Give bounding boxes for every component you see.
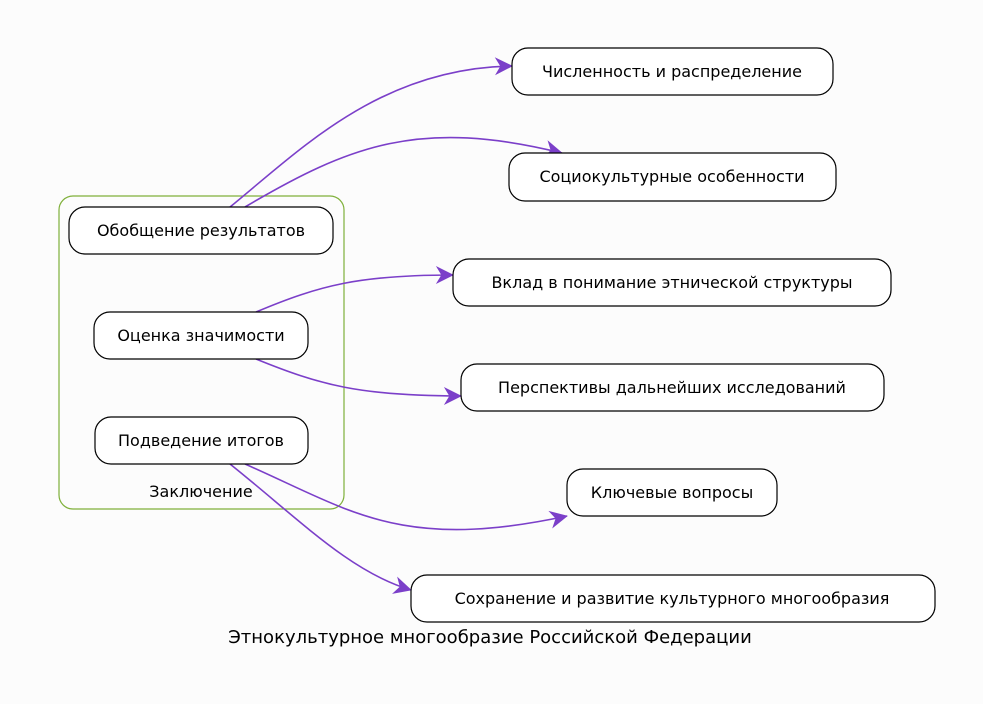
node-contribution[interactable]: Вклад в понимание этнической структуры	[452, 258, 892, 307]
node-preservation[interactable]: Сохранение и развитие культурного многоо…	[410, 574, 936, 623]
edge-n3-t5	[244, 463, 568, 531]
node-label: Сохранение и развитие культурного многоо…	[455, 589, 890, 608]
edge-n1-t1	[229, 57, 513, 208]
node-label: Обобщение результатов	[97, 221, 305, 240]
node-key-questions[interactable]: Ключевые вопросы	[566, 468, 778, 517]
node-label: Численность и распределение	[542, 62, 802, 81]
edge-n2-t4	[255, 358, 462, 406]
edge-n2-t3	[255, 266, 454, 313]
node-prospects[interactable]: Перспективы дальнейших исследований	[460, 363, 885, 412]
edge-n3-t6	[229, 463, 412, 594]
node-significance[interactable]: Оценка значимости	[93, 311, 309, 360]
node-generalization[interactable]: Обобщение результатов	[68, 206, 334, 255]
node-summary[interactable]: Подведение итогов	[94, 416, 309, 465]
cluster-conclusion	[58, 195, 345, 510]
node-label: Оценка значимости	[117, 326, 284, 345]
node-label: Перспективы дальнейших исследований	[498, 378, 846, 397]
node-label: Вклад в понимание этнической структуры	[491, 273, 852, 292]
node-label: Ключевые вопросы	[591, 483, 753, 502]
node-label: Социокультурные особенности	[539, 167, 804, 186]
cluster-label: Заключение	[149, 482, 252, 501]
node-label: Подведение итогов	[118, 431, 284, 450]
node-sociocultural[interactable]: Социокультурные особенности	[508, 152, 837, 202]
node-population[interactable]: Численность и распределение	[511, 47, 834, 96]
diagram-title: Этнокультурное многообразие Российской Ф…	[228, 627, 752, 648]
edge-n1-t2	[244, 136, 563, 208]
